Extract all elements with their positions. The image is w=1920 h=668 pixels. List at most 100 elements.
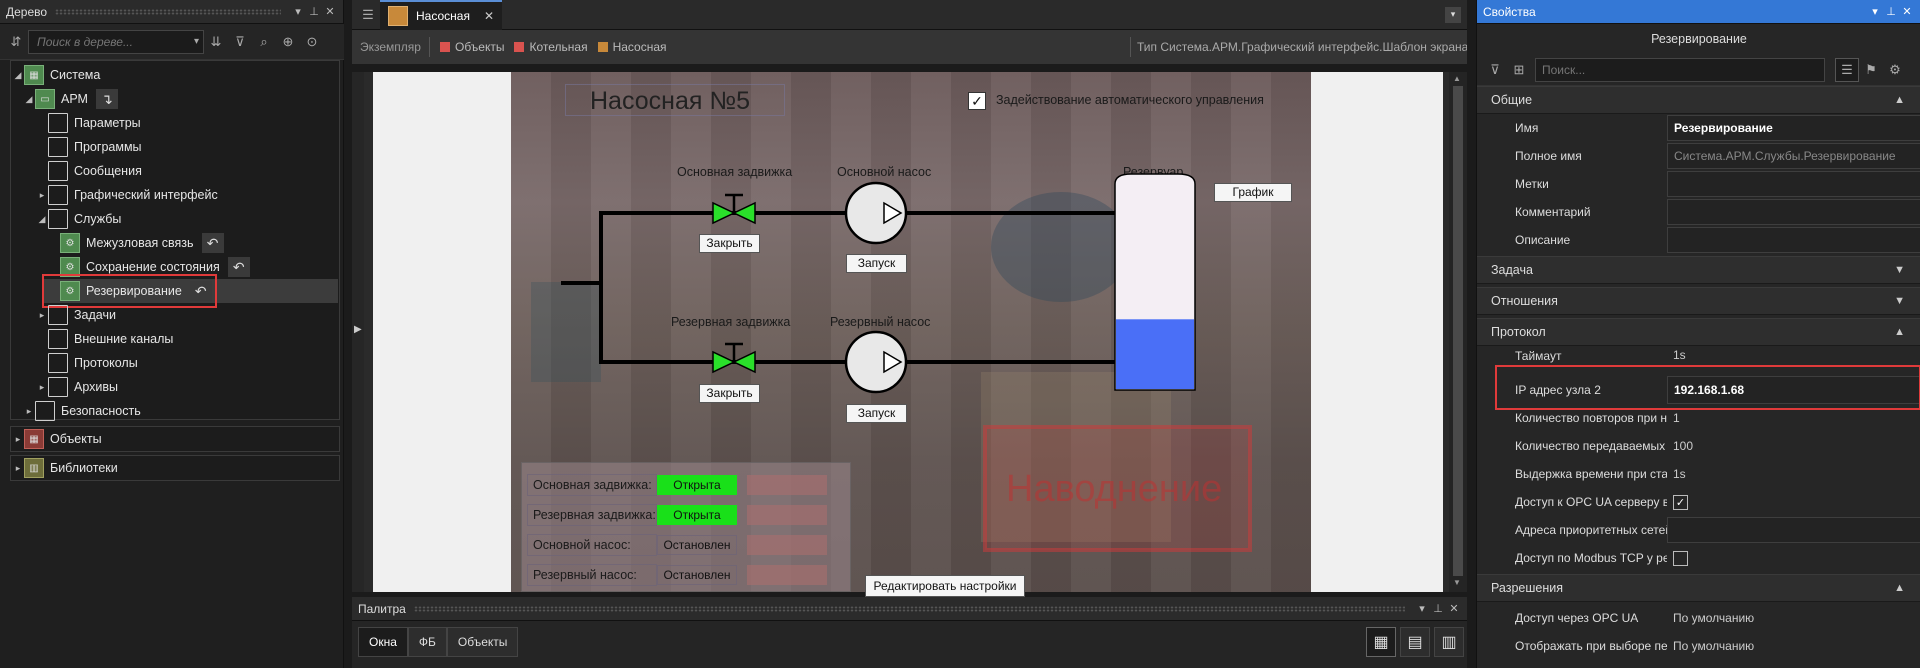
tree-item-internode[interactable]: ⚙Межузловая связь↶	[60, 231, 224, 255]
tree-item-state-save[interactable]: ⚙Сохранение состояния↶	[60, 255, 250, 279]
prop-value[interactable]: 100	[1673, 439, 1694, 453]
properties-search-input[interactable]	[1535, 57, 1825, 82]
tank-level-fill	[1116, 319, 1194, 389]
find-icon[interactable]: ⊙	[306, 33, 318, 49]
crumb-objects[interactable]: Объекты	[454, 40, 505, 54]
prop-value[interactable]: 1s	[1673, 348, 1686, 362]
modbus-access-checkbox[interactable]	[1673, 550, 1688, 566]
pin-menu-icon[interactable]: ▾	[1872, 6, 1878, 18]
reserve-valve-close-button[interactable]: Закрыть	[699, 384, 760, 403]
crumb-boiler[interactable]: Котельная	[529, 40, 588, 54]
grid-view-icon[interactable]: ▦	[1366, 627, 1396, 657]
editor-area: ☰ Насосная ✕ ▾ Экземпляр Объекты Котельн…	[352, 0, 1467, 668]
close-icon[interactable]: ✕	[1902, 6, 1912, 18]
prop-value[interactable]: 1s	[1673, 467, 1686, 481]
prop-value[interactable]: Система.АРМ.Службы.Резервирование	[1667, 143, 1920, 169]
flag-icon[interactable]: ⚑	[1865, 61, 1877, 77]
section-task[interactable]: Задача▼	[1477, 256, 1920, 284]
tree-item-protocols[interactable]: Протоколы	[36, 351, 138, 375]
chart-button[interactable]: График	[1214, 183, 1292, 202]
main-pump-start-button[interactable]: Запуск	[846, 254, 907, 273]
undo-icon[interactable]: ↶	[201, 233, 224, 253]
status-name: Основная задвижка:	[533, 478, 652, 492]
main-valve-close-button[interactable]: Закрыть	[699, 234, 760, 253]
tab-windows[interactable]: Окна	[358, 627, 408, 657]
arm-action-icon[interactable]: ↴	[95, 89, 118, 109]
tree-item-label: Сохранение состояния	[86, 260, 220, 274]
tree-item-archives[interactable]: ▸Архивы	[36, 375, 118, 399]
prop-value[interactable]: По умолчанию	[1673, 611, 1755, 625]
chevron-down-icon[interactable]: ▾	[193, 36, 199, 47]
prop-name: Адреса приоритетных сетей	[1515, 523, 1667, 537]
prop-value[interactable]: Резервирование	[1667, 115, 1920, 141]
tree-item-security[interactable]: ▸Безопасность	[23, 399, 141, 423]
undo-icon[interactable]: ↶	[227, 257, 250, 277]
status-name: Основной насос:	[533, 538, 631, 552]
edit-settings-button[interactable]: Редактировать настройки	[865, 575, 1025, 597]
tree-item-libraries[interactable]: ▸▥Библиотеки	[12, 456, 118, 480]
pin-icon[interactable]: ⊥	[1886, 6, 1896, 18]
tree-item-system[interactable]: ◢▦Система	[12, 63, 100, 87]
categorize-icon[interactable]: ⊞	[1513, 61, 1525, 77]
prop-value[interactable]: 1	[1673, 411, 1680, 425]
pin-menu-icon[interactable]: ▾	[1419, 603, 1425, 615]
prop-value[interactable]: По умолчанию	[1673, 639, 1755, 653]
close-icon[interactable]: ✕	[325, 6, 335, 18]
prop-value[interactable]	[1667, 171, 1920, 197]
tab-objects[interactable]: Объекты	[446, 627, 519, 657]
vertical-scrollbar[interactable]: ▲ ▼	[1449, 72, 1467, 592]
hierarchy-icon[interactable]: ⇵	[10, 33, 22, 49]
tree-item-parameters[interactable]: Параметры	[36, 111, 141, 135]
tab-close-icon[interactable]: ✕	[483, 8, 495, 23]
tree-item-tasks[interactable]: ▸Задачи	[36, 303, 116, 327]
tab-fb[interactable]: ФБ	[407, 627, 447, 657]
tree-item-external-channels[interactable]: Внешние каналы	[36, 327, 173, 351]
section-permissions[interactable]: Разрешения▲	[1477, 574, 1920, 602]
tab-pump-station[interactable]: Насосная ✕	[380, 0, 503, 30]
filter-icon[interactable]: ⊽	[1490, 61, 1500, 77]
section-relations[interactable]: Отношения▼	[1477, 287, 1920, 315]
prop-value[interactable]	[1667, 227, 1920, 253]
search-icon[interactable]: ⌕	[260, 33, 268, 49]
prop-value[interactable]	[1667, 199, 1920, 225]
tree-item-programs[interactable]: Программы	[36, 135, 142, 159]
section-protocol[interactable]: Протокол▲	[1477, 318, 1920, 346]
reserve-pump-start-button[interactable]: Запуск	[846, 404, 907, 423]
prop-row: Доступ по Modbus TCP у режи...	[1477, 544, 1920, 572]
tree-item-objects[interactable]: ▸▦Объекты	[12, 427, 102, 451]
expand-left-icon[interactable]: ▶	[354, 324, 362, 335]
list-view-icon[interactable]: ☰	[1835, 57, 1859, 82]
settings-icon[interactable]: ⚙	[1889, 61, 1901, 77]
tree-item-services[interactable]: ◢Службы	[36, 207, 121, 231]
pin-icon[interactable]: ⊥	[1433, 603, 1443, 615]
pin-icon[interactable]: ⊥	[309, 6, 319, 18]
section-general[interactable]: Общие▲	[1477, 86, 1920, 114]
crumb-instance[interactable]: Экземпляр	[360, 40, 421, 54]
expand-all-icon[interactable]: ⇊	[210, 33, 222, 49]
filter-icon[interactable]: ⊽	[235, 33, 245, 49]
pin-menu-icon[interactable]: ▾	[295, 6, 301, 18]
tree-item-redundancy[interactable]: ⚙Резервирование↶	[60, 279, 212, 303]
auto-control-checkbox[interactable]: ✓	[968, 92, 986, 110]
main-pump-label: Основной насос	[837, 165, 932, 179]
ip-address-field[interactable]: 192.168.1.68	[1667, 376, 1920, 404]
table-view-icon[interactable]: ▤	[1400, 627, 1430, 657]
chevron-down-icon: ▼	[1894, 295, 1905, 307]
tree-item-graphic-interface[interactable]: ▸Графический интерфейс	[36, 183, 218, 207]
prop-value[interactable]	[1667, 517, 1920, 543]
opcua-access-checkbox[interactable]: ✓	[1673, 494, 1688, 510]
tree-search-box[interactable]: ▾	[28, 29, 204, 54]
list-icon[interactable]: ☰	[362, 6, 374, 22]
undo-icon[interactable]: ↶	[189, 281, 212, 301]
tab-menu-icon[interactable]: ▾	[1445, 6, 1461, 23]
crumb-pump[interactable]: Насосная	[612, 40, 667, 54]
pump-square-icon	[597, 42, 608, 52]
tree-item-messages[interactable]: Сообщения	[36, 159, 142, 183]
tree-search-input[interactable]	[29, 30, 179, 53]
folder-icon	[48, 161, 68, 181]
tree-item-arm[interactable]: ◢▭АРМ↴	[23, 87, 118, 111]
zoom-in-icon[interactable]: ⊕	[282, 33, 294, 49]
columns-view-icon[interactable]: ▥	[1434, 627, 1464, 657]
close-icon[interactable]: ✕	[1449, 603, 1459, 615]
objects-square-icon	[439, 42, 450, 52]
